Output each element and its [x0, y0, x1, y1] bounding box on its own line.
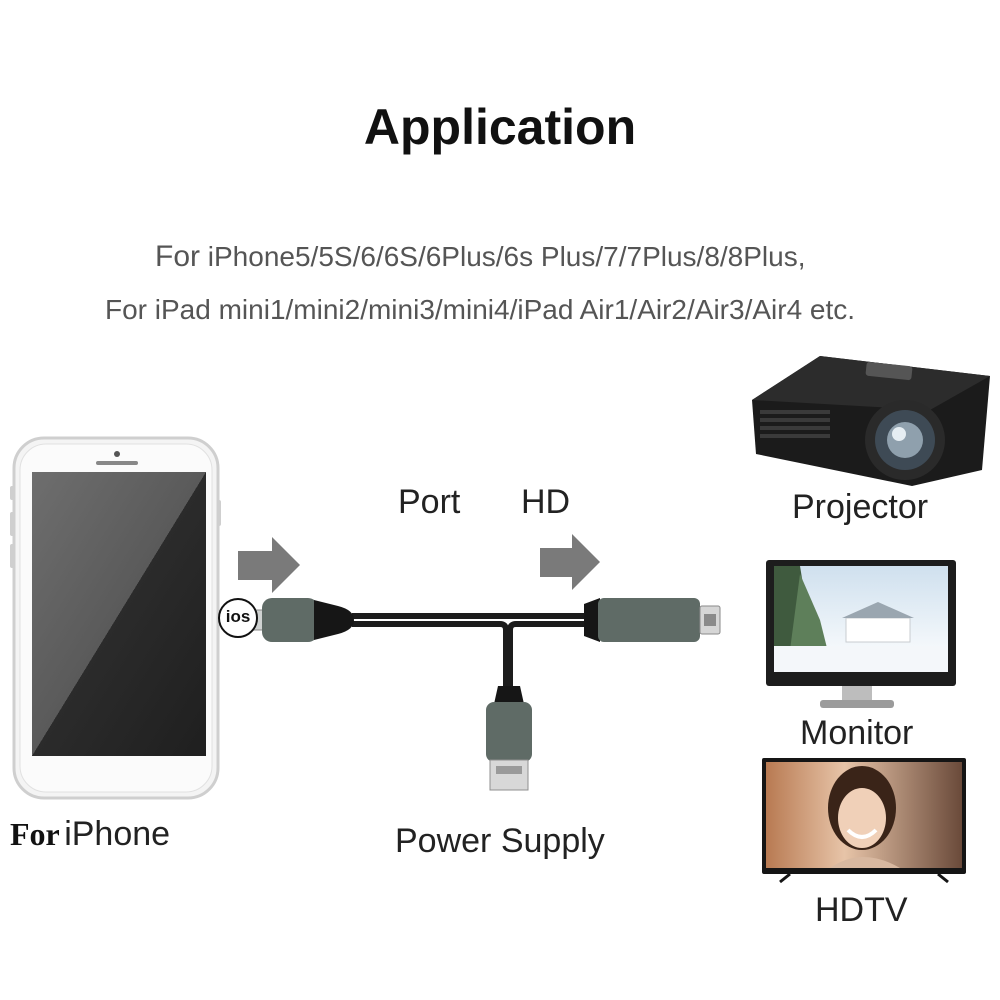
- arrow-right-icon: [238, 537, 300, 593]
- compatibility-line-ipad: For iPad mini1/mini2/mini3/mini4/iPad Ai…: [105, 294, 856, 325]
- page-title: Application: [363, 99, 637, 155]
- iphone-label: For iPhone: [10, 815, 170, 854]
- compatibility-line-iphone-models: iPhone5/5S/6/6S/6Plus/6s Plus/7/7Plus/8/…: [207, 241, 806, 272]
- adapter-cable: [352, 613, 590, 690]
- power-supply-label: Power Supply: [395, 822, 605, 860]
- ios-badge-label: ios: [225, 607, 251, 626]
- compatibility-line-iphone-lead: For: [155, 240, 200, 273]
- arrow-right-icon: [540, 534, 600, 590]
- hd-label: HD: [521, 483, 571, 521]
- monitor-icon: [766, 560, 956, 708]
- port-label: Port: [398, 483, 461, 521]
- hdtv-label: HDTV: [815, 891, 908, 929]
- iphone-label-for: For: [10, 816, 60, 852]
- smartphone-icon: [10, 436, 221, 800]
- compatibility-line-iphone: For iPhone5/5S/6/6S/6Plus/6s Plus/7/7Plu…: [155, 240, 806, 274]
- iphone-label-name: iPhone: [64, 815, 171, 853]
- projector-label: Projector: [792, 488, 929, 526]
- ios-badge-icon: [218, 598, 258, 638]
- usb-connector-icon: [486, 686, 532, 791]
- lightning-connector-icon: [245, 598, 354, 642]
- projector-icon: [752, 356, 990, 486]
- tv-icon: [762, 758, 966, 884]
- hdmi-connector-icon: [584, 598, 721, 642]
- monitor-label: Monitor: [800, 714, 914, 752]
